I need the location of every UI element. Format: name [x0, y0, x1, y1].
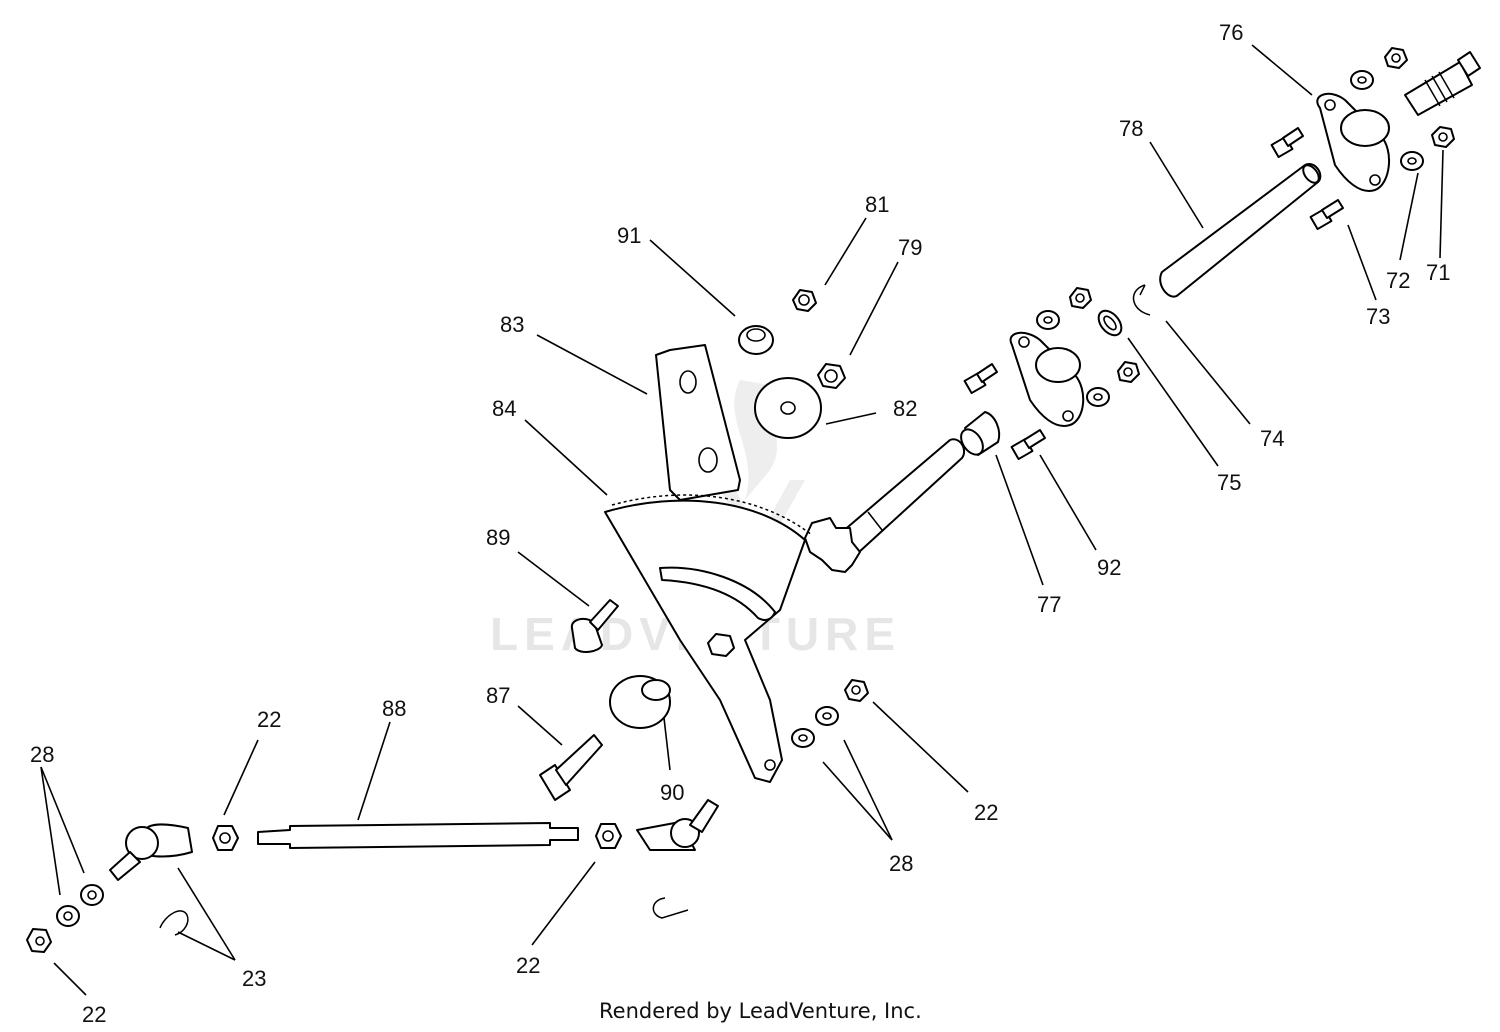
callout-labels: 76 78 81 91 79 83 82 84 72 71 73 74 75 8… [30, 20, 1450, 1027]
part-88-drag-link [257, 822, 579, 849]
callout-92: 92 [1097, 555, 1121, 580]
part-23-clip-left [159, 910, 189, 936]
callout-81: 81 [865, 192, 889, 217]
part-22-nut-right [595, 823, 622, 849]
part-top-nut [1384, 47, 1408, 69]
part-81-nut [792, 289, 817, 312]
part-78-tube [1159, 163, 1322, 298]
part-22-nut-left [212, 825, 239, 851]
part-72-washer [1400, 151, 1424, 171]
callout-28-b: 28 [889, 851, 913, 876]
callout-91: 91 [617, 223, 641, 248]
part-79-nut [817, 363, 846, 389]
callout-22-a: 22 [257, 707, 281, 732]
callout-73: 73 [1366, 304, 1390, 329]
footer-credit: Rendered by LeadVenture, Inc. [599, 999, 922, 1023]
part-steering-stub [1404, 51, 1481, 116]
part-upper-bolt [1270, 127, 1304, 159]
part-74-clip [1132, 284, 1151, 316]
callout-22-b: 22 [974, 800, 998, 825]
part-87-bolt [539, 734, 603, 801]
part-71-nut [1431, 126, 1455, 148]
part-right-nuts [791, 679, 869, 748]
part-92-bolt [1010, 429, 1046, 461]
part-90-bushing [609, 675, 671, 729]
callout-78: 78 [1119, 116, 1143, 141]
callout-82: 82 [893, 396, 917, 421]
part-lower-flange [1009, 331, 1085, 427]
part-23-clip-right [652, 897, 689, 919]
callout-75: 75 [1217, 470, 1241, 495]
callout-90: 90 [660, 780, 684, 805]
part-83-plate [655, 344, 741, 501]
part-91-bushing [738, 325, 774, 355]
callout-88: 88 [382, 696, 406, 721]
part-77-bushing [960, 411, 1001, 456]
callout-22-c: 22 [516, 953, 540, 978]
leader-lines [40, 44, 1444, 996]
part-75-bushing [1097, 309, 1123, 337]
part-mid-nuts [1036, 287, 1140, 407]
part-right-ball-joint [636, 799, 719, 851]
part-top-washer [1350, 70, 1374, 90]
part-76-flange [1316, 92, 1391, 192]
callout-71: 71 [1426, 260, 1450, 285]
callout-79: 79 [898, 235, 922, 260]
callout-83: 83 [500, 312, 524, 337]
part-82-washer [754, 377, 822, 439]
part-73-bolt [1309, 199, 1344, 231]
callout-74: 74 [1260, 426, 1284, 451]
callout-22-d: 22 [82, 1002, 106, 1027]
callout-28-a: 28 [30, 742, 54, 767]
callout-72: 72 [1386, 268, 1410, 293]
part-pinion-shaft [804, 438, 966, 573]
part-left-ball-joint [109, 823, 193, 881]
callout-77: 77 [1037, 592, 1061, 617]
part-22-nut-far-left [26, 928, 52, 953]
callout-89: 89 [486, 525, 510, 550]
callout-76: 76 [1219, 20, 1243, 45]
part-28-washers-left [56, 884, 104, 927]
part-89-stud [570, 599, 619, 653]
callout-84: 84 [492, 396, 516, 421]
part-flange-bolt [963, 363, 998, 395]
part-84-sector-gear [604, 494, 813, 783]
callout-23: 23 [242, 966, 266, 991]
callout-87: 87 [486, 683, 510, 708]
